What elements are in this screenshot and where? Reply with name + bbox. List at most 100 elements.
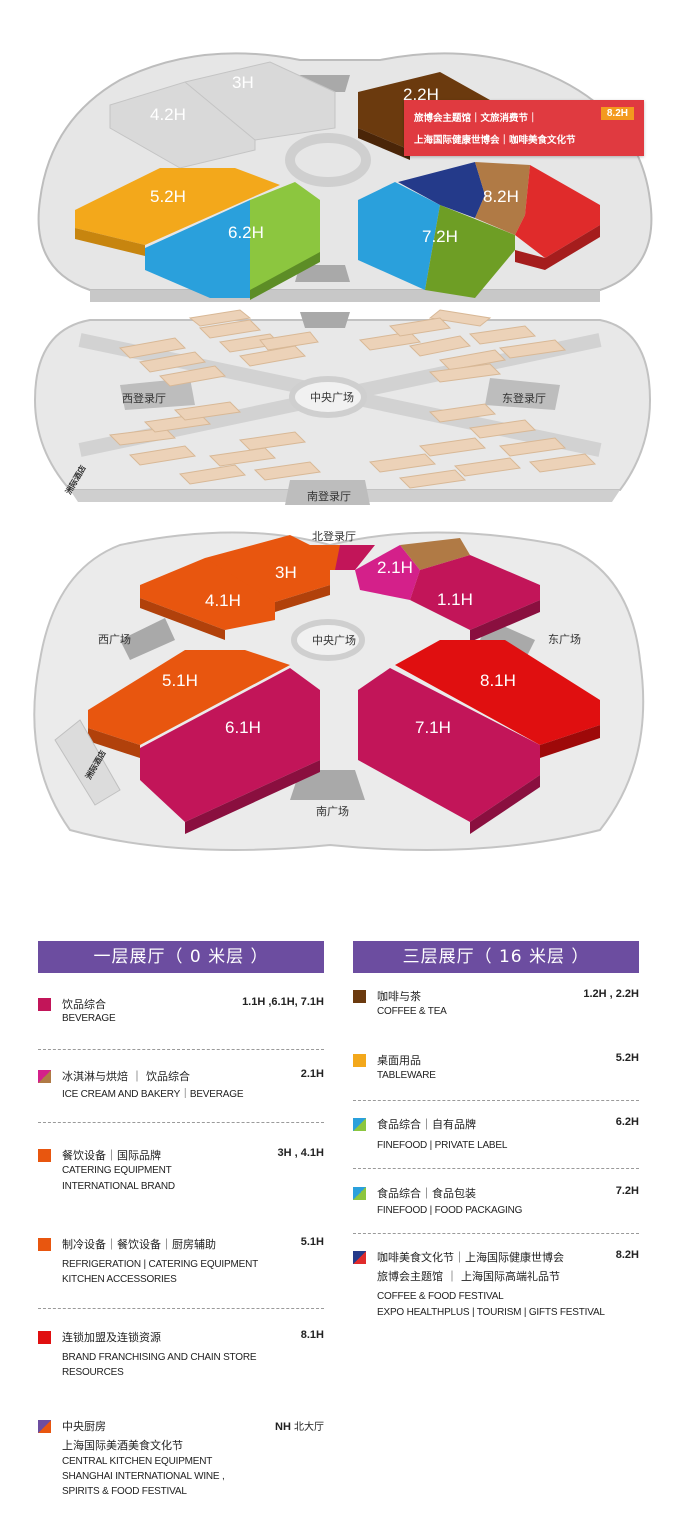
- legend-zh-2: 旅博会主题馆 ｜ 上海国际高端礼品节: [377, 1270, 560, 1283]
- legend-zh: 咖啡美食文化节｜上海国际健康世博会: [377, 1251, 564, 1264]
- east-plaza-label: 东广场: [548, 632, 581, 646]
- hall-6-2h-label: 6.2H: [228, 223, 264, 242]
- ground-floor-header: 一层展厅（ 0 米层 ）: [38, 941, 324, 973]
- legend-divider: [353, 1100, 639, 1101]
- hall-8-1h-label: 8.1H: [480, 671, 516, 690]
- hall-2-1h-label: 2.1H: [377, 558, 413, 577]
- legend-en: CENTRAL KITCHEN EQUIPMENT: [62, 1456, 213, 1467]
- hall-5-2h: [75, 168, 280, 245]
- legend-en: COFFEE & FOOD FESTIVAL: [377, 1291, 504, 1302]
- upper-level: 3H 4.2H 2.2H 5.2H 6.2H 7.2H 8.2H: [37, 52, 653, 302]
- hall-4-1h: [140, 558, 275, 630]
- legend-en: SPIRITS & FOOD FESTIVAL: [62, 1486, 187, 1497]
- legend-item-tableware: 桌面用品 TABLEWARE 5.2H: [353, 1052, 639, 1084]
- se-meeting-blocks: [368, 403, 597, 489]
- legend-divider: [353, 1168, 639, 1169]
- hall-5-1h-label: 5.1H: [162, 671, 198, 690]
- hall-2-2h-label: 2.2H: [403, 85, 439, 104]
- middle-level: 中央广场 西登录厅 东登录厅 南登录厅: [33, 309, 652, 505]
- legend-halls: 8.2H: [615, 1249, 639, 1261]
- legend-item-catering: 餐饮设备｜国际品牌 CATERING EQUIPMENT INTERNATION…: [38, 1147, 324, 1193]
- legend-item-ice-cream: 冰淇淋与烘焙 ｜ 饮品综合 ICE CREAM AND BAKERY｜BEVER…: [38, 1068, 324, 1100]
- legend-en: RESOURCES: [62, 1367, 124, 1378]
- middle-central-ring: [289, 376, 367, 418]
- legend-en: KITCHEN ACCESSORIES: [62, 1274, 177, 1285]
- ne-meeting-blocks: [358, 309, 567, 383]
- hall-6-1h: [140, 668, 320, 822]
- legend-divider: [38, 1308, 324, 1309]
- legend-halls: 3H , 4.1H: [277, 1147, 324, 1159]
- hall-5-2h-label: 5.2H: [150, 187, 186, 206]
- legend-item-finefood-private: 食品综合｜自有品牌 FINEFOOD | PRIVATE LABEL 6.2H: [353, 1116, 639, 1151]
- legend-en: TABLEWARE: [377, 1070, 436, 1081]
- swatch-brown: [353, 990, 366, 1003]
- legend-halls: 5.1H: [300, 1236, 324, 1248]
- legend-zh: 冰淇淋与烘焙 ｜ 饮品综合: [62, 1070, 190, 1083]
- legend-item-franchising: 连锁加盟及连锁资源 BRAND FRANCHISING AND CHAIN ST…: [38, 1329, 324, 1378]
- west-plaza-label: 西广场: [98, 632, 131, 646]
- sw-meeting-blocks: [108, 401, 322, 485]
- legend-halls: 7.2H: [615, 1185, 639, 1197]
- legend-item-finefood-packaging: 食品综合｜食品包装 FINEFOOD | FOOD PACKAGING 7.2H: [353, 1185, 639, 1217]
- west-registration-label: 西登录厅: [122, 391, 166, 405]
- hall-4-2h-label: 4.2H: [150, 105, 186, 124]
- legend-zh: 制冷设备｜餐饮设备｜厨房辅助: [62, 1238, 216, 1251]
- expo-floor-map: 3H 4.2H 2.2H 5.2H 6.2H 7.2H 8.2H 中央广场: [33, 52, 653, 851]
- lower-level: 中央广场 西广场 东广场 南广场 北登录厅 3H 4.1H 2.1H 1.1H …: [33, 529, 645, 851]
- legend-divider: [38, 1122, 324, 1123]
- legend-zh: 中央厨房: [62, 1420, 106, 1433]
- legend-halls: 5.2H: [615, 1052, 639, 1064]
- hall-7-2h-blue: [358, 182, 440, 290]
- swatch-orange: [38, 1149, 51, 1162]
- legend-zh: 咖啡与茶: [377, 990, 421, 1003]
- swatch-magenta: [38, 998, 51, 1011]
- hall-3h-upper-label: 3H: [232, 73, 254, 92]
- hall-6-1h-label: 6.1H: [225, 718, 261, 737]
- legend-halls: 2.1H: [300, 1068, 324, 1080]
- hall-3h-lower-label: 3H: [275, 563, 297, 582]
- hall-7-1h: [358, 668, 540, 822]
- nw-meeting-blocks: [118, 309, 319, 387]
- swatch-orange: [38, 1238, 51, 1251]
- hall-8-2h-label: 8.2H: [483, 187, 519, 206]
- legend-zh: 食品综合｜自有品牌: [377, 1118, 476, 1131]
- legend-en: FINEFOOD | PRIVATE LABEL: [377, 1140, 508, 1151]
- legend-halls: NH 北大厅: [275, 1418, 324, 1433]
- legend-en: EXPO HEALTHPLUS | TOURISM | GIFTS FESTIV…: [377, 1307, 605, 1318]
- legend-zh: 连锁加盟及连锁资源: [62, 1331, 161, 1344]
- legend-en: REFRIGERATION | CATERING EQUIPMENT: [62, 1259, 258, 1270]
- swatch-pink-tan: [38, 1070, 51, 1083]
- middle-north-connector: [300, 312, 350, 328]
- legend-divider: [38, 1049, 324, 1050]
- legend-en: INTERNATIONAL BRAND: [62, 1181, 175, 1192]
- lower-central-plaza-label: 中央广场: [312, 633, 356, 647]
- hall-8-2h-callout: 旅博会主题馆｜文旅消费节｜ 8.2H 上海国际健康世博会｜咖啡美食文化节: [404, 100, 644, 156]
- callout-line-1: 旅博会主题馆｜文旅消费节｜: [414, 113, 538, 124]
- legend-item-central-kitchen: 中央厨房 上海国际美酒美食文化节 CENTRAL KITCHEN EQUIPME…: [38, 1420, 324, 1500]
- legend-en: ICE CREAM AND BAKERY｜BEVERAGE: [62, 1089, 244, 1100]
- legend-zh: 食品综合｜食品包装: [377, 1187, 476, 1200]
- lower-hotel-block: [54, 719, 121, 806]
- north-registration-label: 北登录厅: [312, 529, 356, 543]
- legend-halls: 1.2H , 2.2H: [583, 988, 639, 1000]
- legend-halls: 1.1H ,6.1H, 7.1H: [242, 996, 324, 1008]
- south-plaza: [290, 770, 365, 800]
- swatch-navy-red: [353, 1251, 366, 1264]
- legend-en: BRAND FRANCHISING AND CHAIN STORE: [62, 1352, 257, 1363]
- hall-2-1h-tan: [400, 538, 470, 570]
- hall-8-1h: [395, 640, 600, 745]
- legend-item-coffee-tea: 咖啡与茶 COFFEE & TEA 1.2H , 2.2H: [353, 988, 639, 1020]
- legend-item-coffee-food-festival: 咖啡美食文化节｜上海国际健康世博会 旅博会主题馆 ｜ 上海国际高端礼品节 COF…: [353, 1249, 639, 1323]
- hall-5-1h: [88, 650, 290, 745]
- hall-1-1h-label: 1.1H: [437, 590, 473, 609]
- hall-1-1h: [410, 555, 540, 630]
- swatch-blue-green: [353, 1187, 366, 1200]
- legend-zh: 餐饮设备｜国际品牌: [62, 1149, 161, 1162]
- lower-central-ring: [291, 619, 365, 661]
- callout-line-2: 上海国际健康世博会｜咖啡美食文化节: [414, 135, 576, 146]
- legend-halls-code: NH: [275, 1421, 291, 1433]
- legend-halls: 8.1H: [300, 1329, 324, 1341]
- hall-8-2h-red: [515, 165, 600, 258]
- south-plaza-label: 南广场: [316, 804, 349, 818]
- legend-zh: 桌面用品: [377, 1054, 421, 1067]
